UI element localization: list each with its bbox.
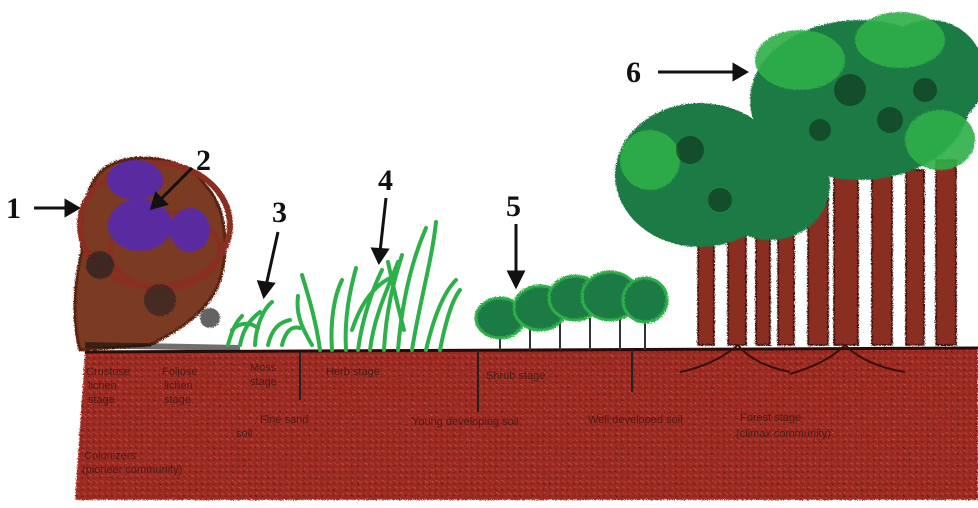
stage-number-3: 3: [272, 198, 287, 228]
label-stage-1: stage: [88, 394, 115, 407]
moss-plants: [228, 302, 300, 345]
stage-number-6: 6: [626, 58, 641, 88]
label-soil-1: soil: [236, 428, 253, 441]
label-well-soil: Well developed soil: [588, 414, 683, 427]
label-climax-community: (climax community): [736, 428, 831, 441]
label-pioneer-community: (pioneer community): [82, 464, 182, 477]
herb-grasses: [298, 222, 460, 350]
label-foliose: Foliose: [162, 366, 197, 379]
label-moss-stage: stage: [250, 376, 277, 389]
stage-number-4: 4: [378, 166, 393, 196]
label-crustose: Crustose: [86, 366, 130, 379]
label-stage-2: stage: [164, 394, 191, 407]
stage-number-2: 2: [196, 146, 211, 176]
forest-trees: [615, 12, 978, 374]
label-forest-stage: Forest stage: [740, 412, 801, 425]
label-herb-stage: Herb stage: [326, 366, 380, 379]
label-colonizers: Colonizers: [84, 450, 136, 463]
label-fine-sand: Fine sand: [260, 414, 308, 427]
label-lichen-1: lichen: [88, 380, 117, 393]
label-shrub-stage: Shrub stage: [486, 370, 545, 383]
stage-number-5: 5: [506, 192, 521, 222]
label-young-soil: Young developing soil: [412, 416, 519, 429]
shrubs: [476, 272, 667, 350]
label-lichen-2: lichen: [164, 380, 193, 393]
label-moss: Moss: [250, 362, 276, 375]
rock-with-lichens: [75, 158, 240, 350]
stage-number-1: 1: [6, 194, 21, 224]
